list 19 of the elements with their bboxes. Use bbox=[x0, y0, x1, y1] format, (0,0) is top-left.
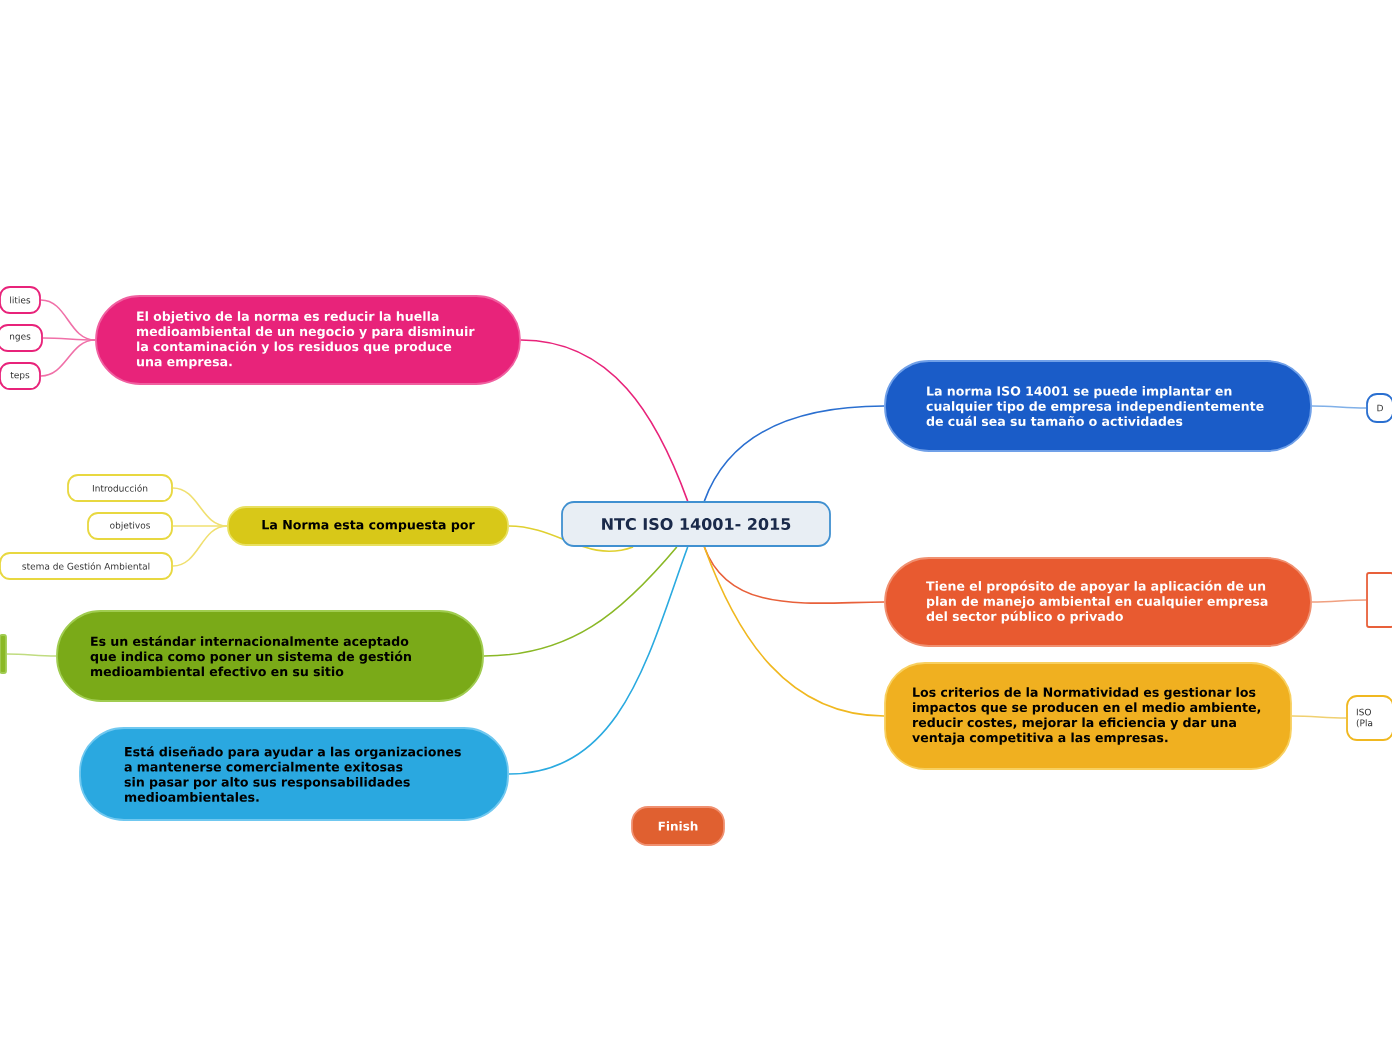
connector bbox=[703, 405, 885, 502]
connector bbox=[520, 339, 689, 502]
connector bbox=[703, 546, 885, 604]
connector bbox=[172, 487, 228, 527]
connector bbox=[703, 546, 885, 717]
connector bbox=[483, 546, 678, 657]
connector bbox=[172, 525, 228, 567]
connector bbox=[1311, 599, 1367, 603]
subtopic-box bbox=[1366, 572, 1392, 628]
connector bbox=[40, 299, 96, 341]
central-topic: NTC ISO 14001- 2015 bbox=[561, 501, 831, 547]
connector bbox=[42, 337, 96, 341]
connector bbox=[508, 546, 689, 775]
connector bbox=[6, 653, 57, 657]
connector bbox=[172, 525, 228, 527]
connector bbox=[1311, 405, 1367, 409]
connector bbox=[40, 339, 96, 377]
subtopic-box bbox=[0, 634, 7, 674]
connector bbox=[1291, 715, 1347, 719]
